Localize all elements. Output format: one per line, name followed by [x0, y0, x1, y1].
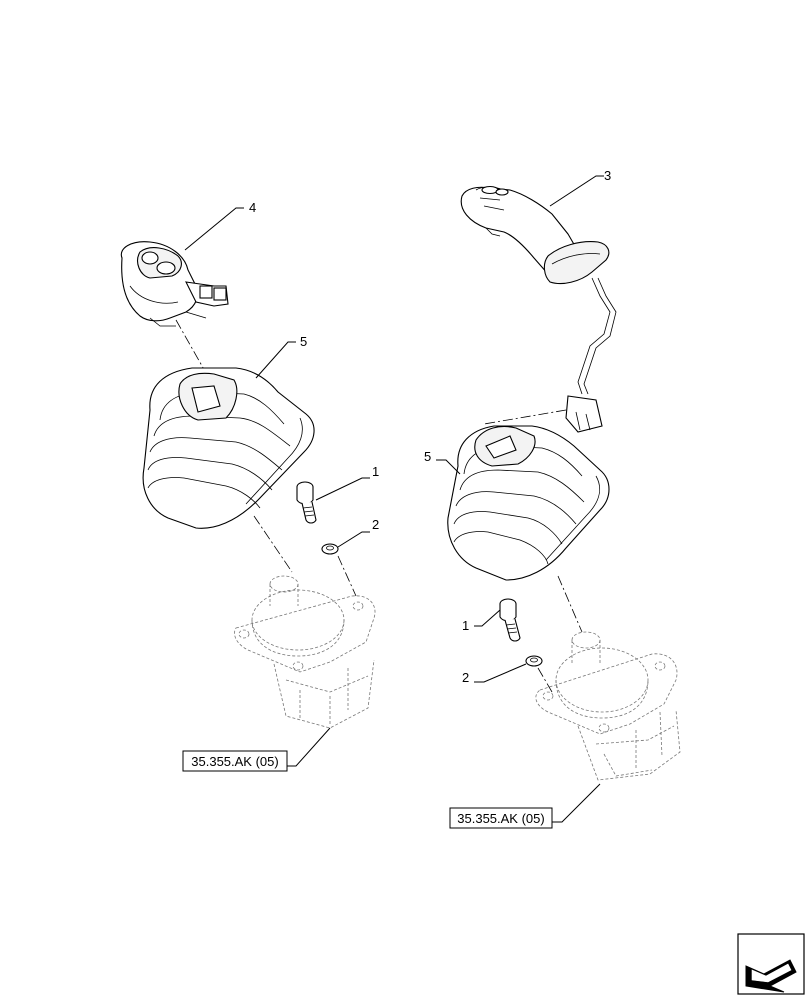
callout-5-right-leader [436, 459, 461, 475]
left-pilot-valve [234, 575, 376, 729]
callout-4-leader [184, 207, 244, 251]
right-bolt-center-line [537, 667, 553, 693]
right-grip-part-3 [460, 185, 617, 433]
callout-1-left: 1 [372, 464, 379, 479]
right-pilot-valve [535, 631, 681, 781]
callout-1-right-leader [474, 609, 501, 627]
left-reference-label: 35.355.AK (05) [191, 754, 278, 769]
callout-1-right: 1 [462, 618, 469, 633]
callout-5-left-leader [255, 341, 296, 379]
right-boot-center-line [557, 575, 583, 633]
left-reference-box[interactable]: 35.355.AK (05) [182, 750, 288, 772]
callout-5-right: 5 [424, 449, 431, 464]
right-boot-part-5 [447, 425, 610, 581]
left-bolt-center-line [337, 555, 357, 597]
left-bolt-part-1 [296, 481, 317, 524]
callout-5-left: 5 [300, 334, 307, 349]
right-reference-label: 35.355.AK (05) [457, 811, 544, 826]
callout-1-left-leader [315, 477, 370, 501]
left-reference-leader [287, 727, 331, 767]
right-bolt-part-1 [499, 598, 521, 642]
callout-2-left: 2 [372, 517, 379, 532]
right-reference-box[interactable]: 35.355.AK (05) [449, 807, 553, 829]
right-washer-part-2 [525, 655, 543, 667]
left-handle-part-4 [120, 241, 229, 327]
left-boot-part-5 [142, 367, 315, 529]
left-boot-center-line [253, 515, 293, 573]
callout-2-left-leader [337, 531, 370, 548]
right-grip-center-line [483, 409, 567, 425]
callout-3-leader [549, 175, 604, 207]
left-washer-part-2 [321, 543, 339, 555]
next-page-arrow-icon[interactable] [737, 933, 805, 995]
callout-3: 3 [604, 168, 611, 183]
callout-2-right: 2 [462, 670, 469, 685]
callout-2-right-leader [474, 663, 527, 683]
callout-4: 4 [249, 200, 256, 215]
right-reference-leader [552, 783, 601, 823]
